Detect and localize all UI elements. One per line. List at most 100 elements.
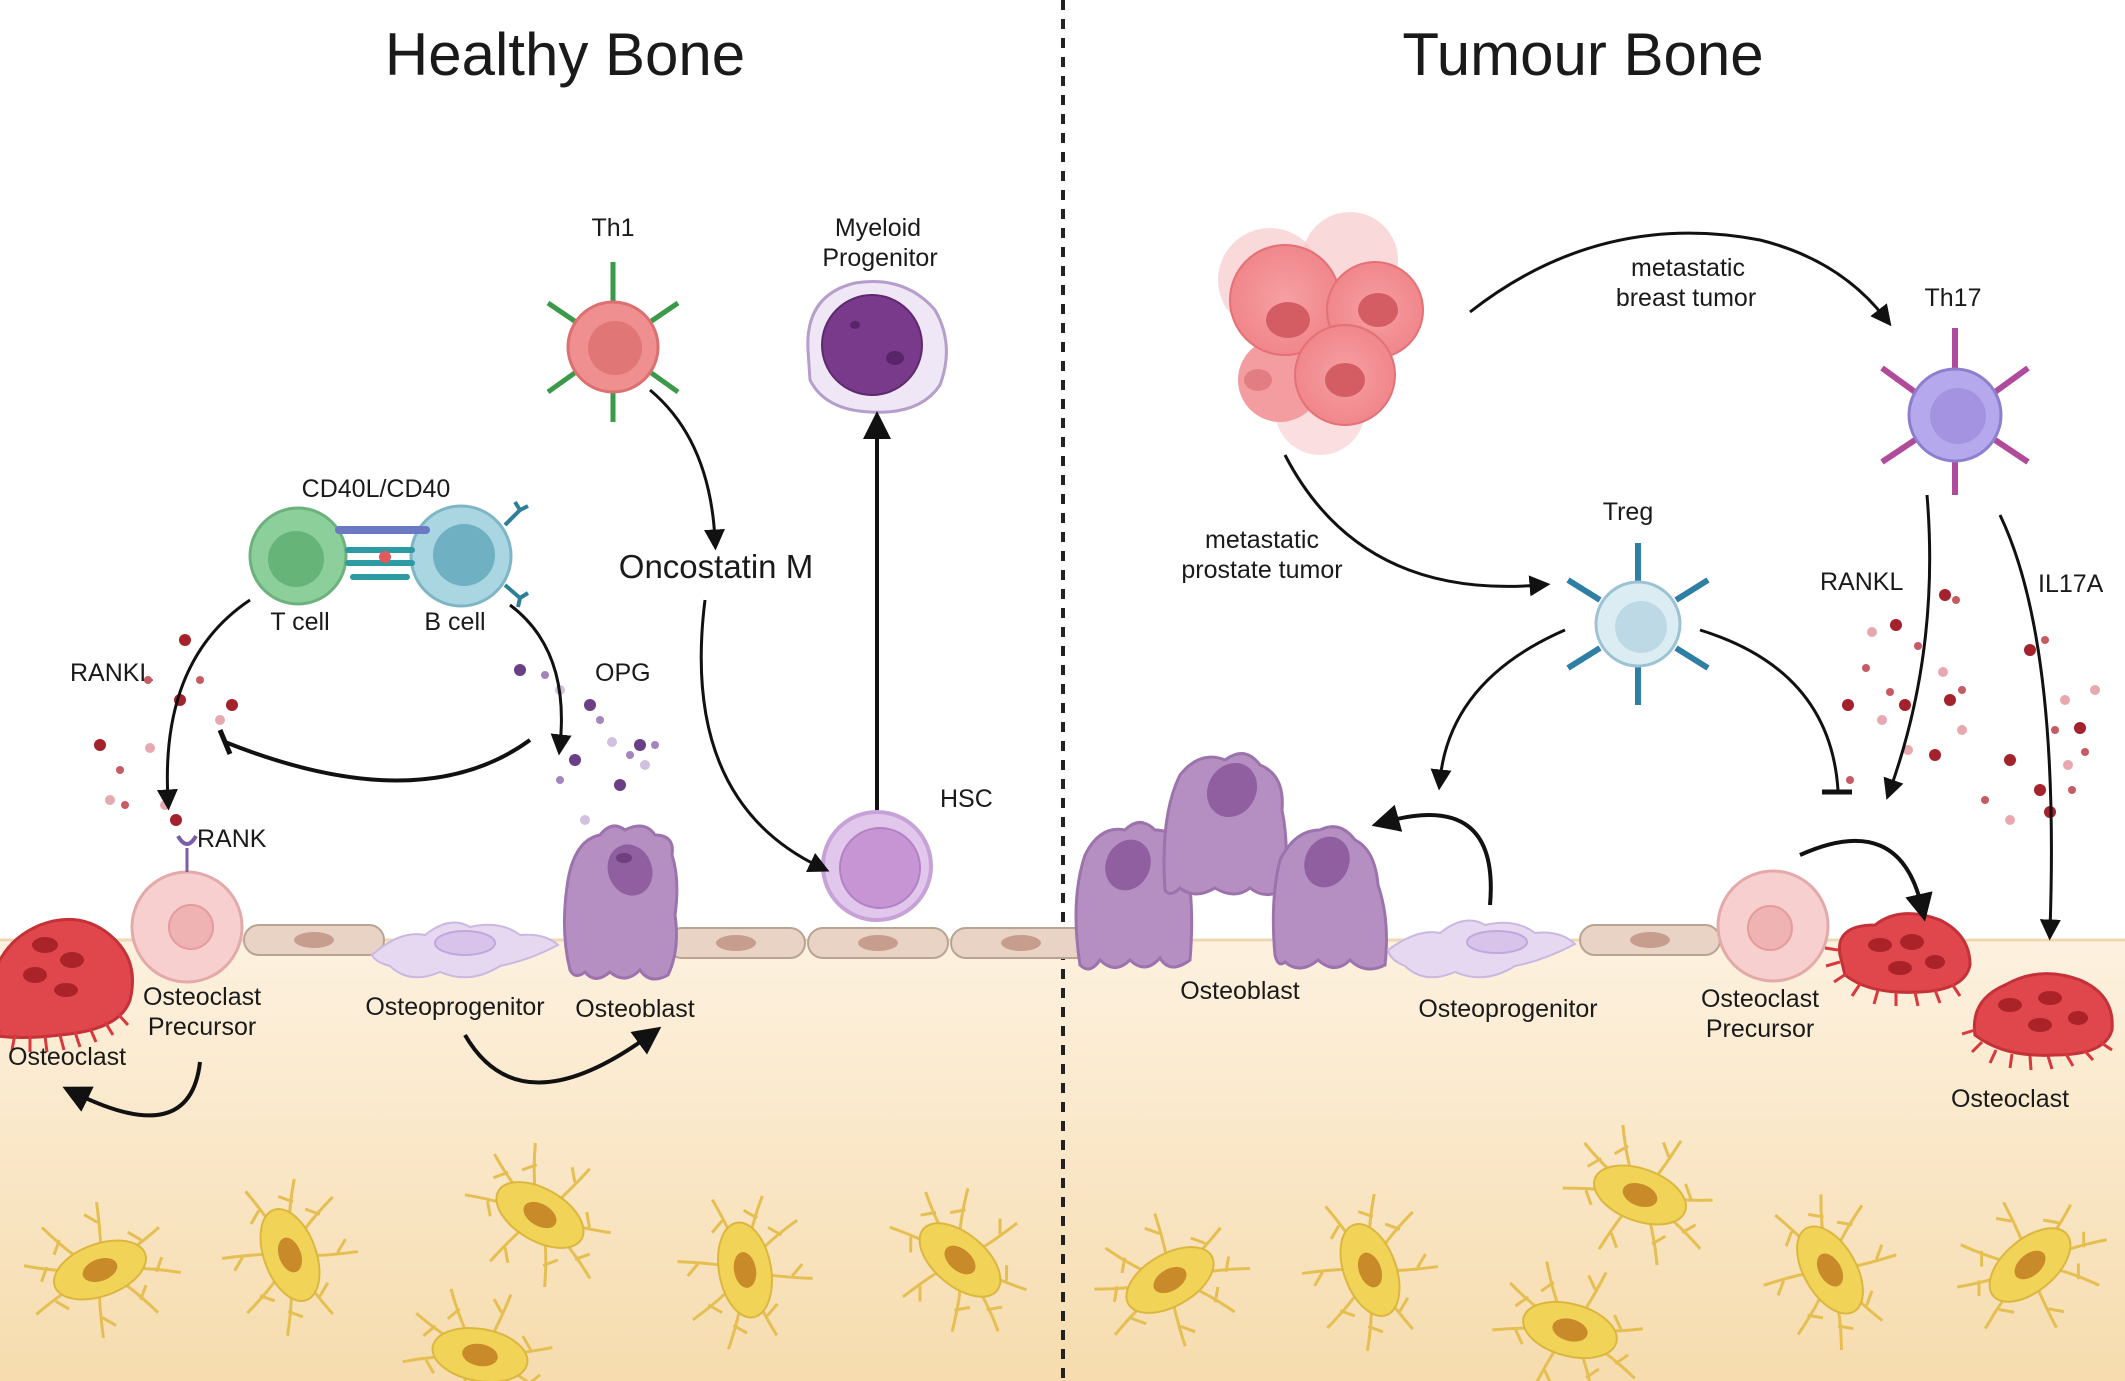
cytokine-dot	[514, 664, 526, 676]
arrow-bcell-to-opg	[509, 603, 572, 756]
cytokine-dot	[196, 676, 204, 684]
cytokine-dots	[94, 589, 2100, 826]
cytokine-dot	[2004, 754, 2016, 766]
myeloid-progenitor-cell	[806, 280, 948, 414]
label-oncostatin: Oncostatin M	[619, 548, 813, 585]
osteoclast-tumour-1	[1824, 912, 1972, 1007]
inhibit-bar-opg	[217, 729, 233, 755]
label-hsc: HSC	[940, 785, 993, 813]
osteocyte	[1492, 1261, 1643, 1381]
osteocyte	[1562, 1124, 1713, 1266]
osteocyte	[402, 1288, 553, 1381]
cytokine-dot	[170, 814, 182, 826]
cytokine-dot	[626, 751, 634, 759]
arrow-precursor-to-osteoclast	[62, 1061, 202, 1118]
osteoprogenitor-healthy	[370, 921, 560, 979]
cytokine-dot	[1846, 776, 1854, 784]
cytokine-dot	[1914, 642, 1922, 650]
t-cell	[248, 506, 348, 606]
arrow-osteoprogenitor-to-osteoblast	[463, 1026, 662, 1085]
cytokine-dot	[651, 741, 659, 749]
cytokine-dot	[121, 801, 129, 809]
cytokine-dot	[1867, 627, 1877, 637]
arrow-th17-rankl	[1883, 494, 1932, 800]
osteocyte	[23, 1201, 181, 1339]
cytokine-dot	[105, 795, 115, 805]
label-myeloid-2: Progenitor	[822, 244, 937, 272]
cytokine-dot	[1939, 589, 1951, 601]
cytokine-dot	[226, 699, 238, 711]
cytokine-dot	[1842, 699, 1854, 711]
osteoclast-precursor-healthy	[130, 870, 244, 984]
osteocyte	[1301, 1193, 1439, 1351]
cytokine-dot	[144, 676, 152, 684]
label-rank: RANK	[197, 825, 267, 853]
cytokine-dot	[2034, 784, 2046, 796]
osteocyte	[889, 1187, 1027, 1333]
hsc-cell	[821, 810, 933, 922]
arrow-treg-to-osteoblast	[1430, 628, 1566, 791]
cytokine-dot	[2063, 760, 2073, 770]
cytokine-dot	[541, 671, 549, 679]
cytokine-dot	[2005, 815, 2015, 825]
cytokine-dot	[160, 800, 170, 810]
th17-cell	[1880, 328, 2030, 495]
label-osteoclast-tumour: Osteoclast	[1951, 1085, 2069, 1113]
inhibit-treg-to-precursor	[1699, 628, 1840, 791]
cytokine-dot	[1958, 686, 1966, 694]
label-bcell: B cell	[424, 608, 485, 636]
cytokine-dot	[2081, 748, 2089, 756]
cytokine-dot	[634, 739, 646, 751]
cytokine-dot	[1929, 749, 1941, 761]
treg-cell	[1566, 543, 1710, 705]
osteoblast-cluster-tumour	[1074, 752, 1388, 971]
cd40-ligand-bridge	[335, 526, 430, 580]
label-th17: Th17	[1925, 284, 1982, 312]
b-cell	[409, 500, 530, 608]
cytokine-dot	[2041, 636, 2049, 644]
label-myeloid-1: Myeloid	[835, 214, 921, 242]
cytokine-dot	[1899, 699, 1911, 711]
label-th1: Th1	[591, 214, 634, 242]
osteoblast-healthy	[562, 824, 679, 981]
label-prostate-tumor-1: metastatic	[1205, 526, 1319, 554]
label-osteoclast-precursor-tumour-2: Precursor	[1706, 1015, 1814, 1043]
arrow-th17-il17a	[1998, 514, 2061, 941]
cytokine-dot	[1903, 745, 1913, 755]
tumor-cluster	[1218, 212, 1424, 455]
label-il17a: IL17A	[2038, 570, 2104, 598]
cytokine-dot	[145, 743, 155, 753]
osteoclast-precursor-tumour	[1716, 869, 1830, 983]
inhibit-opg-rankl	[224, 738, 532, 783]
cytokine-dot	[569, 754, 581, 766]
cytokine-dot	[179, 634, 191, 646]
osteoprogenitor-tumour	[1386, 919, 1577, 979]
cytokine-dot	[1886, 688, 1894, 696]
osteocyte-group	[23, 1124, 2108, 1381]
lining-cell-tumour	[1579, 924, 1721, 956]
label-osteoblast-tumour: Osteoblast	[1180, 977, 1300, 1005]
cytokine-dot	[2090, 685, 2100, 695]
osteocyte	[1763, 1194, 1897, 1350]
label-breast-tumor-1: metastatic	[1631, 254, 1745, 282]
osteocyte	[677, 1195, 813, 1350]
cytokine-dot	[2051, 726, 2059, 734]
osteocyte	[221, 1178, 359, 1336]
arrow-prostate-to-treg	[1283, 454, 1551, 597]
osteocyte	[1094, 1213, 1250, 1347]
cytokine-dot	[2074, 722, 2086, 734]
label-osteoprogenitor-tumour: Osteoprogenitor	[1418, 995, 1597, 1023]
label-rankl-healthy: RANKL	[70, 659, 153, 687]
arrow-precursor-to-osteoclast-tumour	[1799, 838, 1933, 922]
rank-receptor	[176, 834, 198, 872]
lining-cells-healthy	[243, 924, 1092, 959]
title-tumour-bone: Tumour Bone	[1402, 21, 1763, 88]
tumour-arrows	[1283, 231, 2061, 941]
osteocyte	[1956, 1201, 2108, 1330]
title-healthy-bone: Healthy Bone	[385, 21, 745, 88]
cytokine-dot	[584, 699, 596, 711]
arrow-th1-to-oncostatin	[649, 388, 725, 551]
cytokine-dot	[607, 737, 617, 747]
arrow-tcell-to-precursor	[156, 598, 251, 811]
